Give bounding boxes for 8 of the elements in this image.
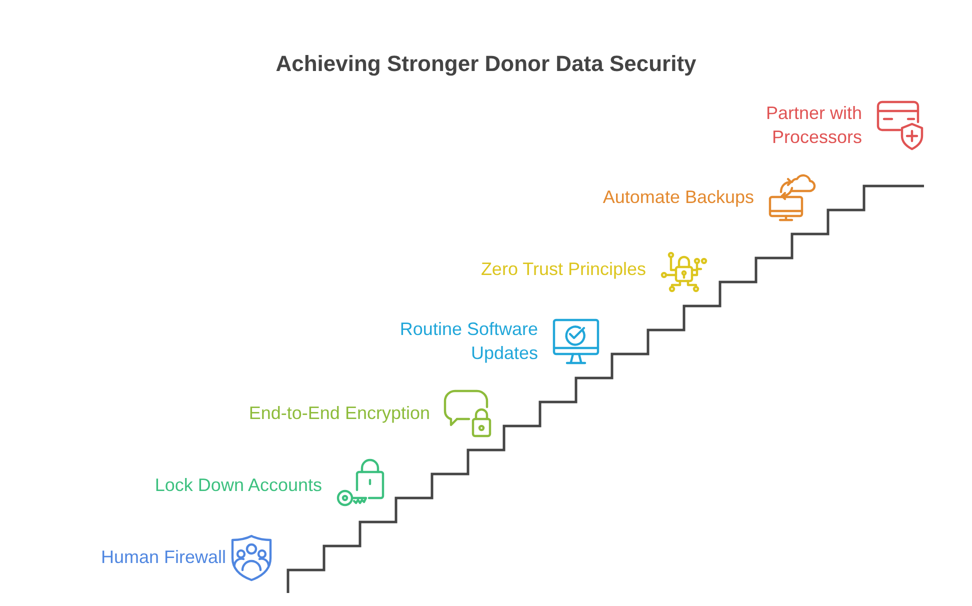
step-label: Zero Trust Principles — [480, 258, 646, 281]
step-label: Routine Software Updates — [398, 318, 538, 365]
step-label: Automate Backups — [602, 186, 754, 209]
step-label: Human Firewall — [100, 546, 226, 569]
step-label: End-to-End Encryption — [248, 402, 430, 425]
step-label: Lock Down Accounts — [154, 474, 322, 497]
step-label: Partner with Processors — [764, 102, 862, 149]
title: Achieving Stronger Donor Data Security — [276, 50, 696, 78]
